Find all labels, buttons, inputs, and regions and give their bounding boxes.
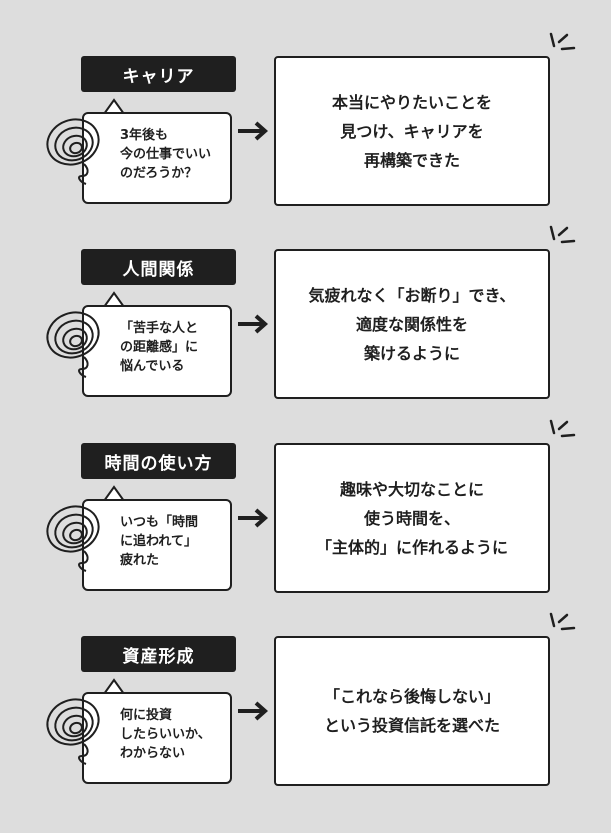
sparkle-lines-icon [549, 419, 576, 438]
worry-text: 「苦手な人と の距離感」に 悩んでいる [120, 321, 199, 374]
arrow-right-icon [238, 314, 269, 334]
speech-bubble-tail [103, 678, 125, 694]
result-box: 趣味や大切なことに 使う時間を、 「主体的」に作れるように [274, 443, 550, 593]
worry-text: 何に投資 したらいいか、 わからない [120, 708, 211, 761]
arrow-right-icon [238, 701, 269, 721]
topic-row-career: キャリア 3年後も 今の仕事でいい のだろうか？ 本当にやりたいことを 見つけ、… [0, 32, 611, 226]
topic-label: 資産形成 [81, 636, 236, 672]
topic-row-time: 時間の使い方 いつも「時間 に追われて」 疲れた 趣味や大切なことに 使う時間を… [0, 419, 611, 613]
speech-bubble-tail [103, 485, 125, 501]
result-box: 気疲れなく「お断り」でき、 適度な関係性を 築けるように [274, 249, 550, 399]
sparkle-lines-icon [549, 612, 576, 631]
topic-label: 時間の使い方 [81, 443, 236, 479]
topic-label: 人間関係 [81, 249, 236, 285]
speech-bubble-tail [103, 291, 125, 307]
confusion-swirl-icon [46, 311, 100, 378]
result-box: 本当にやりたいことを 見つけ、キャリアを 再構築できた [274, 56, 550, 206]
confusion-swirl-icon [46, 505, 100, 572]
worry-bubble: 何に投資 したらいいか、 わからない [82, 692, 232, 784]
worry-bubble: いつも「時間 に追われて」 疲れた [82, 499, 232, 591]
speech-bubble-tail [103, 98, 125, 114]
confusion-swirl-icon [46, 698, 100, 765]
sparkle-lines-icon [549, 32, 576, 51]
sparkle-lines-icon [549, 225, 576, 244]
worry-text: いつも「時間 に追われて」 疲れた [120, 515, 199, 568]
worry-bubble: 3年後も 今の仕事でいい のだろうか？ [82, 112, 232, 204]
topic-label: キャリア [81, 56, 236, 92]
arrow-right-icon [238, 121, 269, 141]
confusion-swirl-icon [46, 118, 100, 185]
result-box: 「これなら後悔しない」 という投資信託を選べた [274, 636, 550, 786]
topic-row-assets: 資産形成 何に投資 したらいいか、 わからない 「これなら後悔しない」 という投… [0, 612, 611, 806]
worry-text: 3年後も 今の仕事でいい のだろうか？ [120, 128, 212, 181]
topic-row-relationships: 人間関係 「苦手な人と の距離感」に 悩んでいる 気疲れなく「お断り」でき、 適… [0, 225, 611, 419]
worry-bubble: 「苦手な人と の距離感」に 悩んでいる [82, 305, 232, 397]
arrow-right-icon [238, 508, 269, 528]
